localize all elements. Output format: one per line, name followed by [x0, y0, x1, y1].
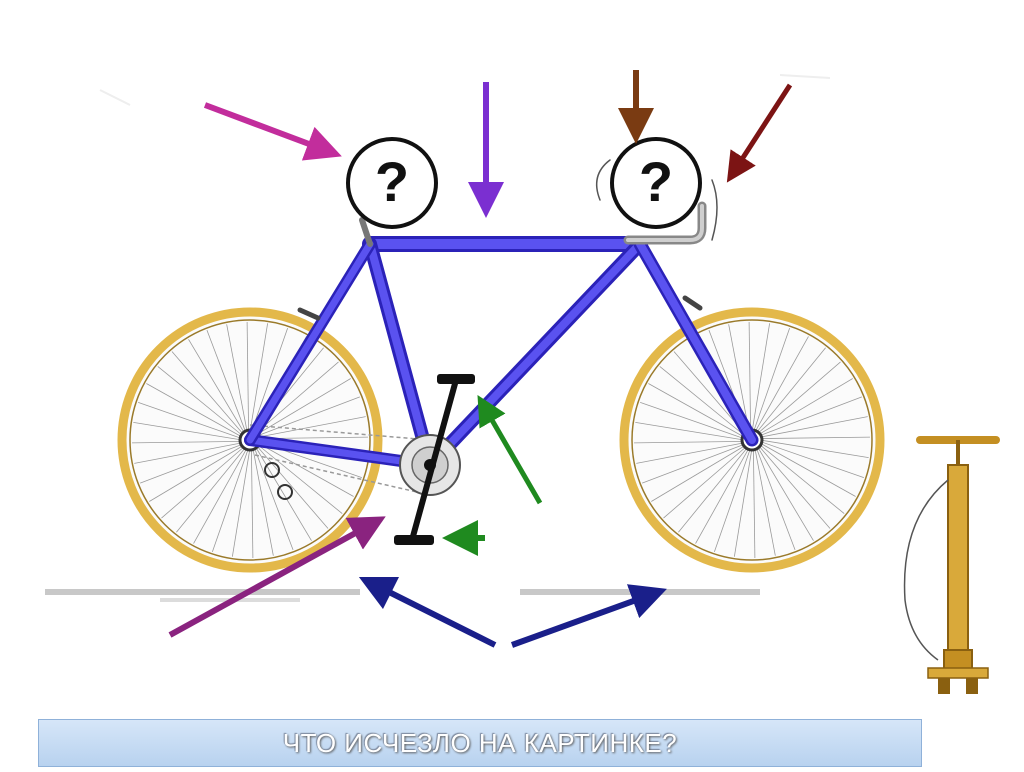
question-mark-icon: ? [610, 137, 702, 229]
caption-bar: ЧТО ИСЧЕЗЛО НА КАРТИНКЕ? [38, 719, 922, 767]
bicycle-pump-icon [903, 436, 1000, 694]
faint-marks [99, 74, 831, 106]
arrow-icon [168, 70, 793, 648]
question-mark-icon: ? [346, 137, 438, 229]
question-mark-seat: ? [375, 150, 409, 213]
slide-caption: ЧТО ИСЧЕЗЛО НА КАРТИНКЕ? [282, 727, 678, 758]
question-mark-handlebar: ? [639, 150, 673, 213]
rear-derailleur [264, 462, 293, 500]
crankset [394, 374, 475, 545]
chain [249, 424, 431, 496]
